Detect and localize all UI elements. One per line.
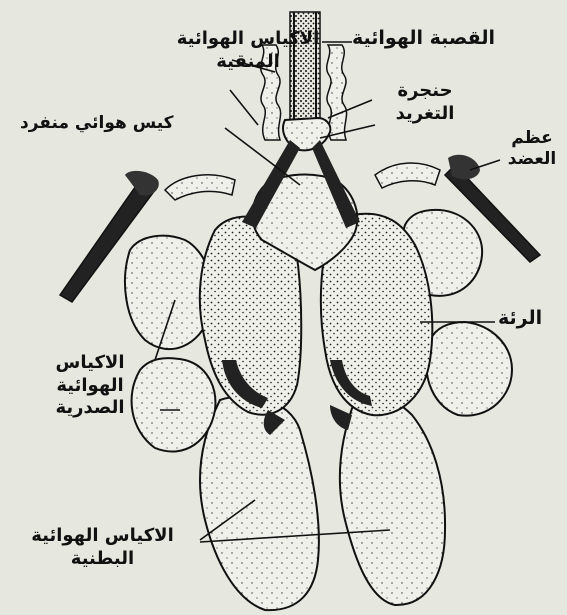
label-thoracic-sacs-line2: الهوائية (20, 375, 160, 398)
lung-mid-shadow-right (330, 405, 352, 430)
label-cervical-sacs: الاكياس الهوائية المنقية (148, 28, 348, 73)
abdominal-sac-right (340, 395, 445, 605)
label-abdominal-sacs-line1: الاكياس الهوائية (5, 525, 200, 548)
humerus-left-head (125, 171, 159, 196)
label-humerus-line1: عظم (497, 128, 567, 149)
abdominal-sac-left (200, 396, 319, 610)
label-cervical-sacs-line2: المنقية (148, 51, 348, 74)
label-larynx: حنجرة التغريد (370, 80, 480, 125)
label-trachea: القصبة الهوائية (352, 28, 495, 50)
label-cervical-sacs-line1: الاكياس الهوائية (148, 28, 348, 51)
sac-extension-right (375, 163, 440, 188)
label-abdominal-sacs-line2: البطنية (5, 548, 200, 571)
label-lung: الرئة (498, 308, 542, 330)
label-humerus: عظم العضد (497, 128, 567, 171)
label-larynx-line1: حنجرة (370, 80, 480, 103)
label-interclavicular-sac: كيس هوائي منفرد (20, 114, 174, 134)
label-larynx-line2: التغريد (370, 103, 480, 126)
label-thoracic-sacs: الاكياس الهوائية الصدرية (20, 352, 160, 420)
humerus-right-head (448, 155, 480, 180)
label-thoracic-sacs-line1: الاكياس (20, 352, 160, 375)
label-thoracic-sacs-line3: الصدرية (20, 397, 160, 420)
thoracic-sac-right-lower (426, 322, 512, 416)
label-humerus-line2: العضد (497, 149, 567, 170)
label-abdominal-sacs: الاكياس الهوائية البطنية (5, 525, 200, 570)
sac-extension-left (165, 175, 235, 200)
